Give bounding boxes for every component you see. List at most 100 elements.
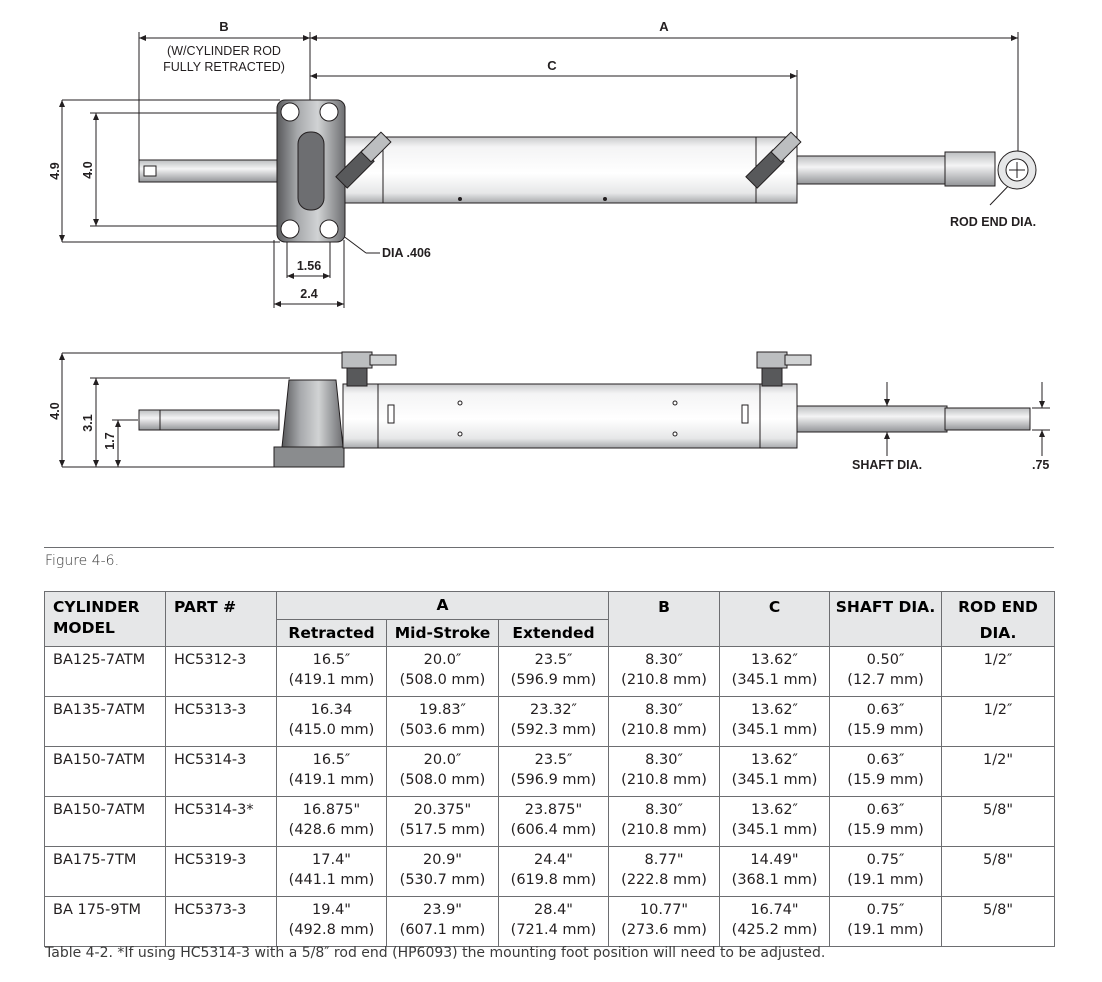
label-dim-b: B <box>219 19 228 34</box>
mount-hole-br <box>319 219 339 239</box>
cell-model: BA 175-9TM <box>44 896 166 947</box>
cell-c: 14.49"(368.1 mm) <box>719 846 831 897</box>
header-extended: Extended <box>497 618 610 647</box>
cell-b: 8.30″(210.8 mm) <box>608 796 721 847</box>
cell-mid-stroke: 19.83″(503.6 mm) <box>386 696 499 747</box>
cell-extended: 24.4"(619.8 mm) <box>497 846 610 897</box>
cell-b: 10.77"(273.6 mm) <box>608 896 721 947</box>
cylinder-dimension-drawing: B (W/CYLINDER ROD FULLY RETRACTED) A C 4… <box>48 19 1050 472</box>
cell-c: 13.62″(345.1 mm) <box>719 646 831 697</box>
header-b: B <box>608 591 721 647</box>
cell-shaft-dia: 0.75″(19.1 mm) <box>829 896 943 947</box>
rod-end-housing <box>944 151 996 187</box>
cell-part: HC5312-3 <box>165 646 277 697</box>
side-fitting-left <box>341 351 397 387</box>
rod-right <box>796 155 948 185</box>
fitting-right <box>745 131 802 189</box>
cell-retracted: 16.34(415.0 mm) <box>276 696 387 747</box>
cell-retracted: 16.5″(419.1 mm) <box>276 646 387 697</box>
cell-b: 8.30″(210.8 mm) <box>608 746 721 797</box>
label-side-dim-40: 4.0 <box>48 402 62 419</box>
side-fitting-right <box>756 351 812 387</box>
cell-shaft-dia: 0.63″(15.9 mm) <box>829 796 943 847</box>
fitting-left <box>335 131 392 189</box>
figure-caption: Figure 4-6. <box>45 553 120 569</box>
label-dim-17: 1.7 <box>103 432 117 449</box>
top-view: B (W/CYLINDER ROD FULLY RETRACTED) A C 4… <box>48 19 1037 308</box>
label-dim-156: 1.56 <box>297 259 321 273</box>
side-rod-right <box>796 405 948 433</box>
cell-extended: 23.5″(596.9 mm) <box>497 646 610 697</box>
label-dim-40: 4.0 <box>81 161 95 178</box>
cell-model: BA150-7ATM <box>44 746 166 797</box>
label-b-note-2: FULLY RETRACTED) <box>163 60 285 74</box>
cell-c: 13.62″(345.1 mm) <box>719 796 831 847</box>
table-caption: Table 4-2. *If using HC5314-3 with a 5/8… <box>45 945 826 961</box>
cell-mid-stroke: 20.0″(508.0 mm) <box>386 646 499 697</box>
rod-stub-left <box>138 159 280 183</box>
side-rod-end <box>944 407 1031 431</box>
cell-extended: 23.32″(592.3 mm) <box>497 696 610 747</box>
label-dim-24: 2.4 <box>300 287 317 301</box>
cell-extended: 23.875"(606.4 mm) <box>497 796 610 847</box>
cell-mid-stroke: 20.9"(530.7 mm) <box>386 846 499 897</box>
cell-part: HC5314-3* <box>165 796 277 847</box>
rod-slot <box>143 165 157 177</box>
cell-extended: 28.4"(721.4 mm) <box>497 896 610 947</box>
cell-shaft-dia: 0.75″(19.1 mm) <box>829 846 943 897</box>
label-dim-49: 4.9 <box>48 162 62 179</box>
cell-part: HC5319-3 <box>165 846 277 897</box>
cell-mid-stroke: 23.9"(607.1 mm) <box>386 896 499 947</box>
cell-part: HC5314-3 <box>165 746 277 797</box>
header-retracted: Retracted <box>276 618 387 647</box>
header-shaft-dia: SHAFT DIA. <box>829 591 943 647</box>
cell-rod-end-dia: 1/2" <box>941 746 1056 797</box>
cell-rod-end-dia: 1/2″ <box>941 646 1056 697</box>
side-view: 4.0 3.1 1.7 SHAFT DIA. .75 <box>48 351 1050 472</box>
cell-model: BA175-7TM <box>44 846 166 897</box>
cell-rod-end-dia: 5/8" <box>941 796 1056 847</box>
mount-saddle <box>297 131 325 211</box>
cell-shaft-dia: 0.50″(12.7 mm) <box>829 646 943 697</box>
label-rod-end-dia: ROD END DIA. <box>950 215 1036 229</box>
cell-model: BA150-7ATM <box>44 796 166 847</box>
mount-hole-tl <box>280 102 300 122</box>
cell-part: HC5373-3 <box>165 896 277 947</box>
label-shaft-dia: SHAFT DIA. <box>852 458 922 472</box>
cell-mid-stroke: 20.375"(517.5 mm) <box>386 796 499 847</box>
cell-shaft-dia: 0.63″(15.9 mm) <box>829 696 943 747</box>
cell-mid-stroke: 20.0″(508.0 mm) <box>386 746 499 797</box>
header-a: A <box>275 591 610 620</box>
label-b-note-1: (W/CYLINDER ROD <box>167 44 281 58</box>
header-c: C <box>719 591 831 647</box>
label-dim-a: A <box>659 19 669 34</box>
cell-model: BA135-7ATM <box>44 696 166 747</box>
label-dim-75: .75 <box>1032 458 1049 472</box>
mount-hole-tr <box>319 102 339 122</box>
cylinder-body <box>344 136 798 204</box>
header-mid-stroke: Mid-Stroke <box>386 618 499 647</box>
side-mount-block <box>281 379 344 448</box>
cell-extended: 23.5″(596.9 mm) <box>497 746 610 797</box>
cell-part: HC5313-3 <box>165 696 277 747</box>
label-dia-406: DIA .406 <box>382 246 431 260</box>
label-dim-c: C <box>547 58 557 73</box>
cell-shaft-dia: 0.63″(15.9 mm) <box>829 746 943 797</box>
cell-rod-end-dia: 5/8" <box>941 846 1056 897</box>
cell-b: 8.30″(210.8 mm) <box>608 646 721 697</box>
cell-b: 8.30″(210.8 mm) <box>608 696 721 747</box>
mount-hole-bl <box>280 219 300 239</box>
cell-rod-end-dia: 1/2″ <box>941 696 1056 747</box>
cell-b: 8.77"(222.8 mm) <box>608 846 721 897</box>
cell-retracted: 17.4"(441.1 mm) <box>276 846 387 897</box>
cell-retracted: 16.875"(428.6 mm) <box>276 796 387 847</box>
header-part: PART # <box>165 591 277 647</box>
cell-c: 13.62″(345.1 mm) <box>719 746 831 797</box>
